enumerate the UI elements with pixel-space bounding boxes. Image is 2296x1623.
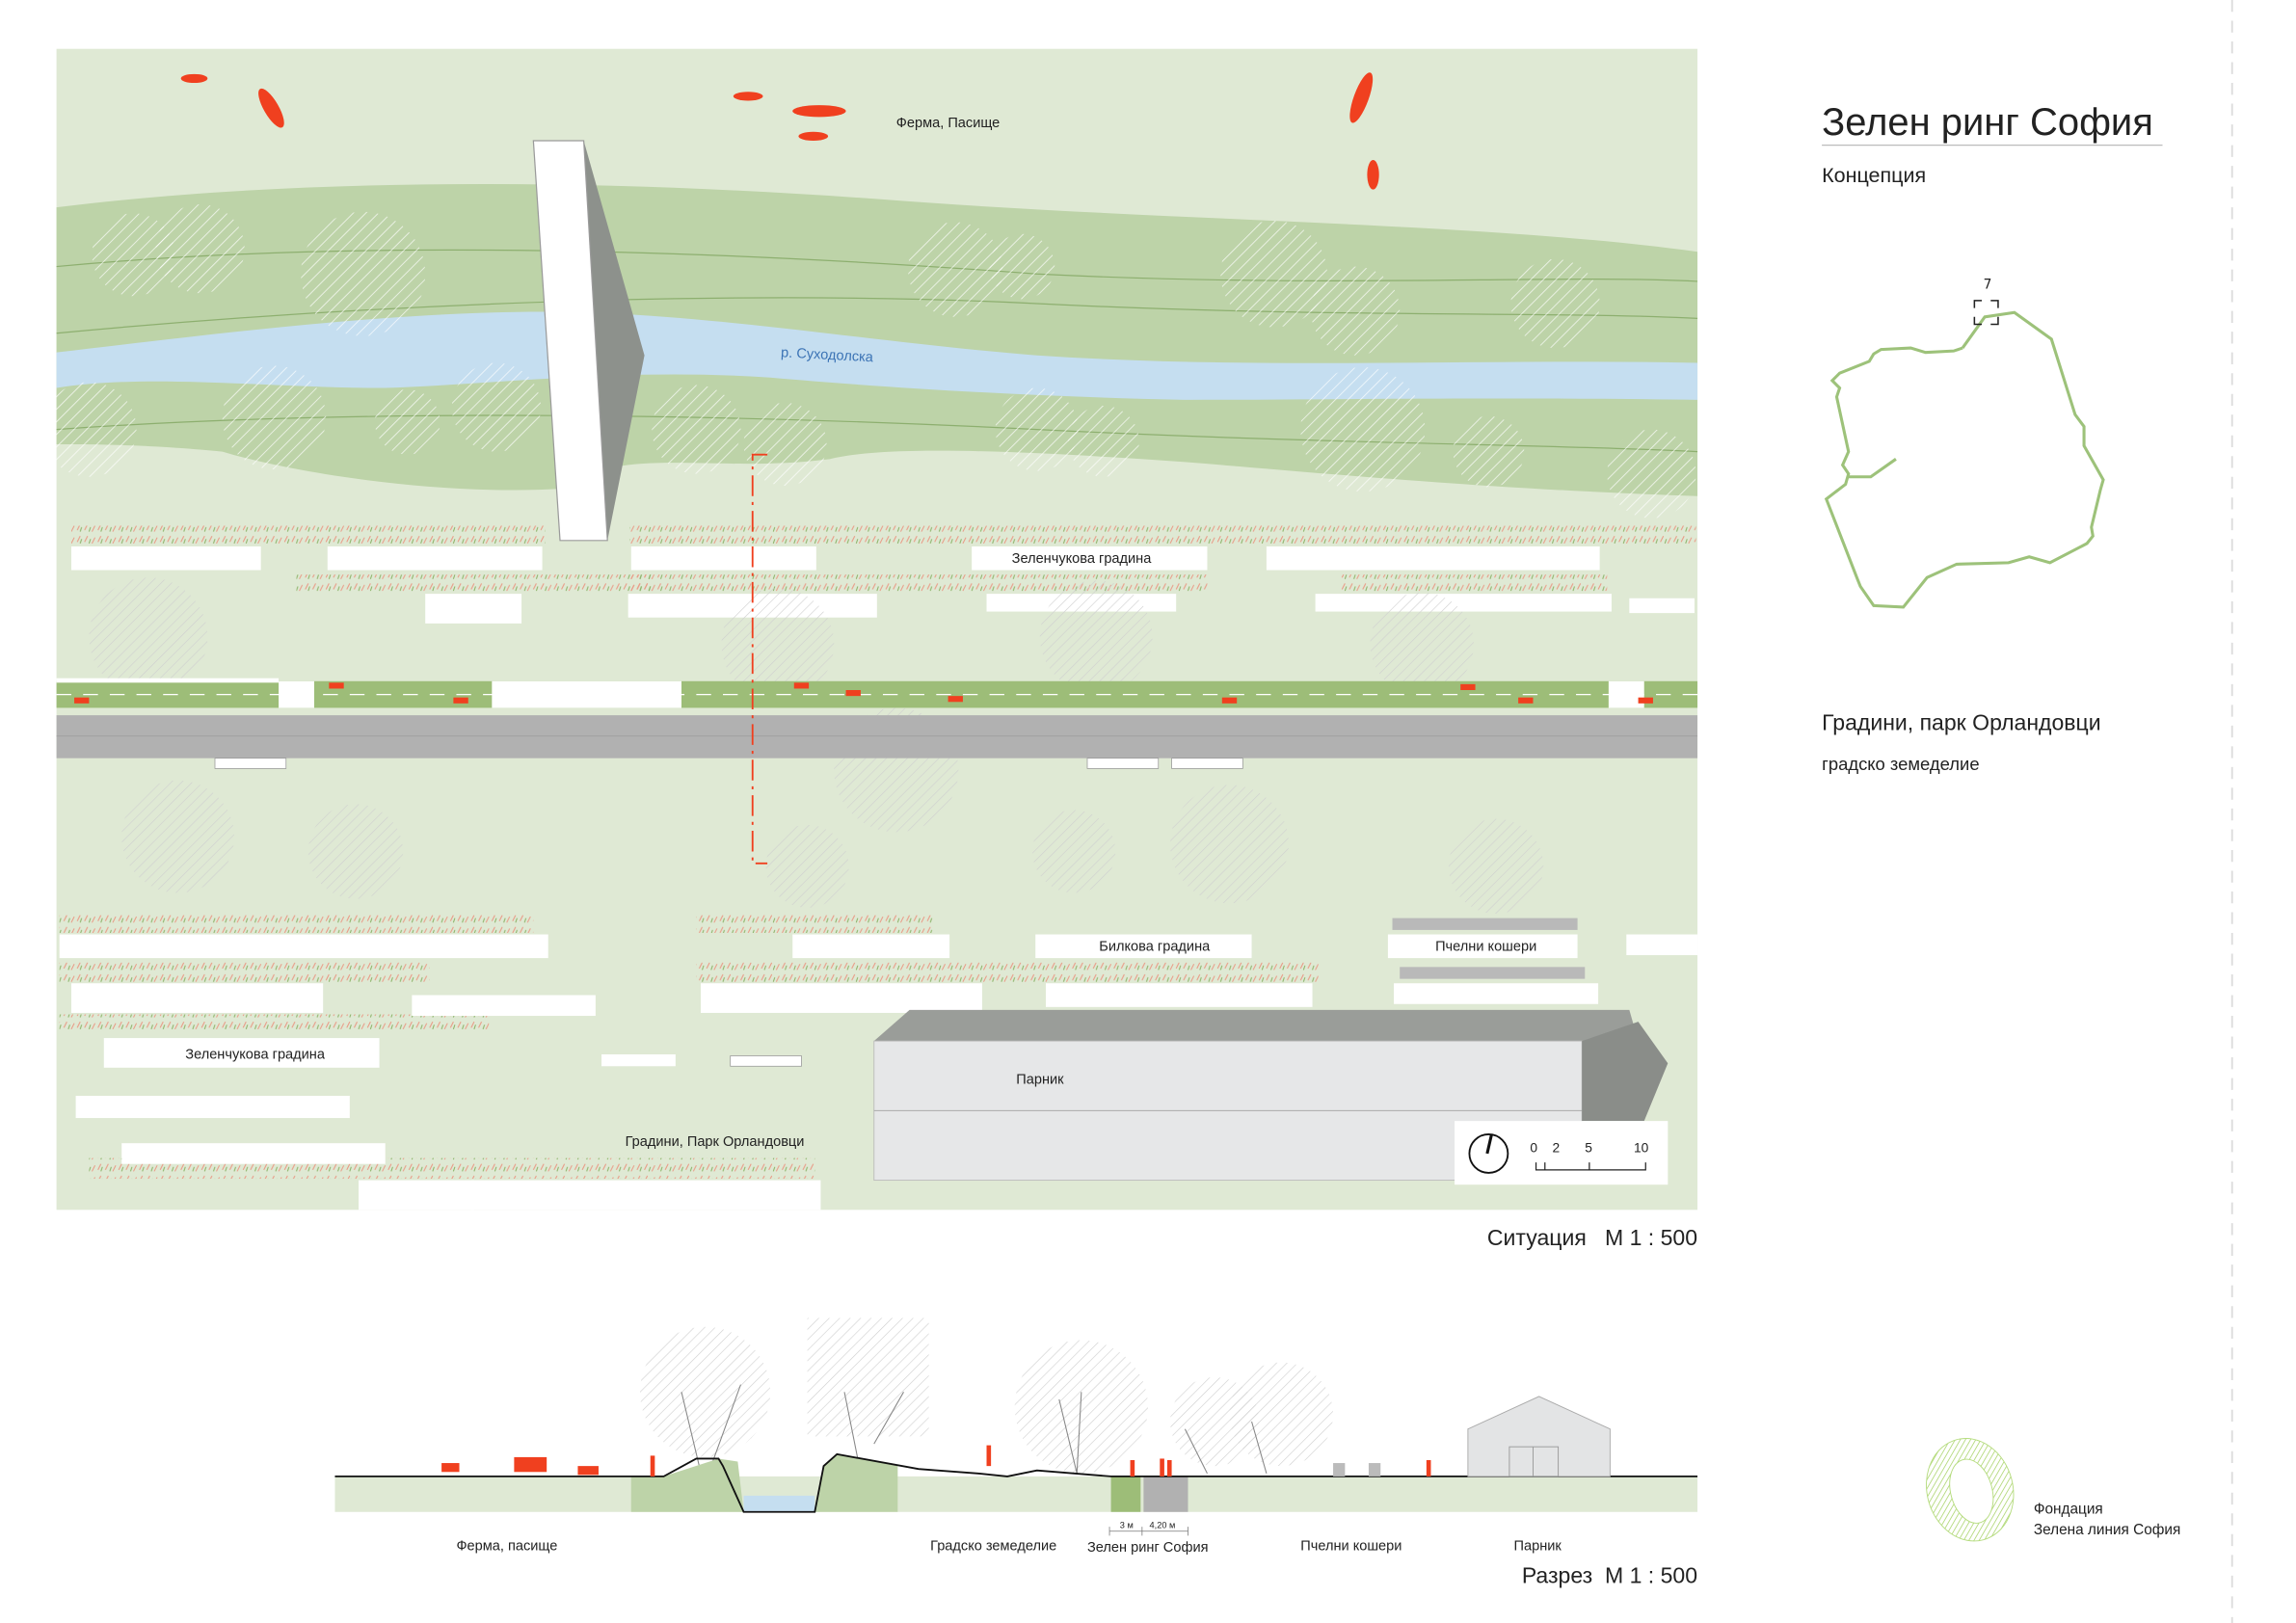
site-plan: Ферма, Пасище р. Суходолска Зеленчукова … [41,48,1698,1211]
segment-number: 7 [1984,278,1992,293]
section-embankment-left [630,1458,744,1512]
page-title: Зелен ринг София [1822,101,2153,144]
section-label-urban-farming: Градско земеделие [930,1539,1056,1555]
scale-tick: 10 [1634,1139,1649,1155]
section-label-farm: Ферма, пасище [456,1539,557,1555]
secondary-plots [89,577,1544,915]
site-theme: градско земеделие [1822,754,1979,774]
dim-bike-lane: 3 м [1120,1521,1134,1530]
foundation-name-line1: Фондация [2034,1501,2103,1517]
legend-box [1455,1121,1669,1185]
section-label-green-ring: Зелен ринг София [1087,1540,1208,1556]
section-caption: Разрез М 1 : 500 [1522,1563,1697,1588]
green-ring-branch [1848,458,1897,479]
section-dimensions: 3 м 4,20 м [1108,1521,1188,1536]
scale-bar: 0 2 5 10 [1530,1139,1649,1171]
foundation-name-line2: Зелена линия София [2034,1522,2180,1538]
ring-locator-map: 7 [1824,278,2105,609]
label-veg-garden-1: Зеленчукова градина [1012,551,1153,567]
section-ground [334,1476,1698,1512]
scale-tick: 0 [1530,1139,1537,1155]
page-subtitle: Концепция [1822,164,1926,187]
bridge [532,140,645,542]
segment-marker-icon [1973,300,1999,326]
parking-spots [214,758,1243,1067]
label-veg-garden-2: Зеленчукова градина [185,1048,326,1063]
section-trees [639,1317,1334,1475]
north-arrow-icon [1468,1133,1509,1174]
section-embankment-right [814,1453,898,1512]
cyclists [74,682,1653,704]
section-road [1143,1476,1188,1512]
label-gardens: Градини, Парк Орландовци [626,1134,805,1150]
section-cut-line [751,453,768,865]
plan-caption: Ситуация М 1 : 500 [1487,1225,1697,1250]
tree-canopies [41,204,1696,519]
section-greenhouse [1467,1396,1611,1477]
dim-road: 4,20 м [1150,1521,1176,1530]
green-ring-route [1824,310,2105,609]
section-river [743,1495,815,1512]
label-greenhouse: Парник [1016,1073,1064,1088]
site-name: Градини, парк Орландовци [1822,709,2100,734]
white-plots [59,545,1698,1211]
section-label-beehives: Пчелни кошери [1300,1539,1402,1555]
section-ground-line [334,1452,1698,1513]
animals [180,72,1379,190]
section-beehives [1333,1463,1381,1477]
label-river: р. Суходолска [781,345,874,365]
label-beehives: Пчелни кошери [1435,939,1536,954]
beehive-rows [1392,918,1586,979]
section-drawing: 3 м 4,20 м Ферма, пасище Градско земедел… [334,1317,1698,1556]
foundation-logo [1926,1438,2015,1542]
label-herb-garden: Билкова градина [1099,939,1211,954]
garden-beds [59,525,1696,1180]
scale-tick: 2 [1552,1139,1560,1155]
section-label-greenhouse: Парник [1514,1539,1562,1555]
scale-tick: 5 [1585,1139,1592,1155]
section-bike-lane [1110,1476,1141,1512]
road [56,715,1698,758]
label-farm: Ферма, Пасище [896,116,1001,131]
